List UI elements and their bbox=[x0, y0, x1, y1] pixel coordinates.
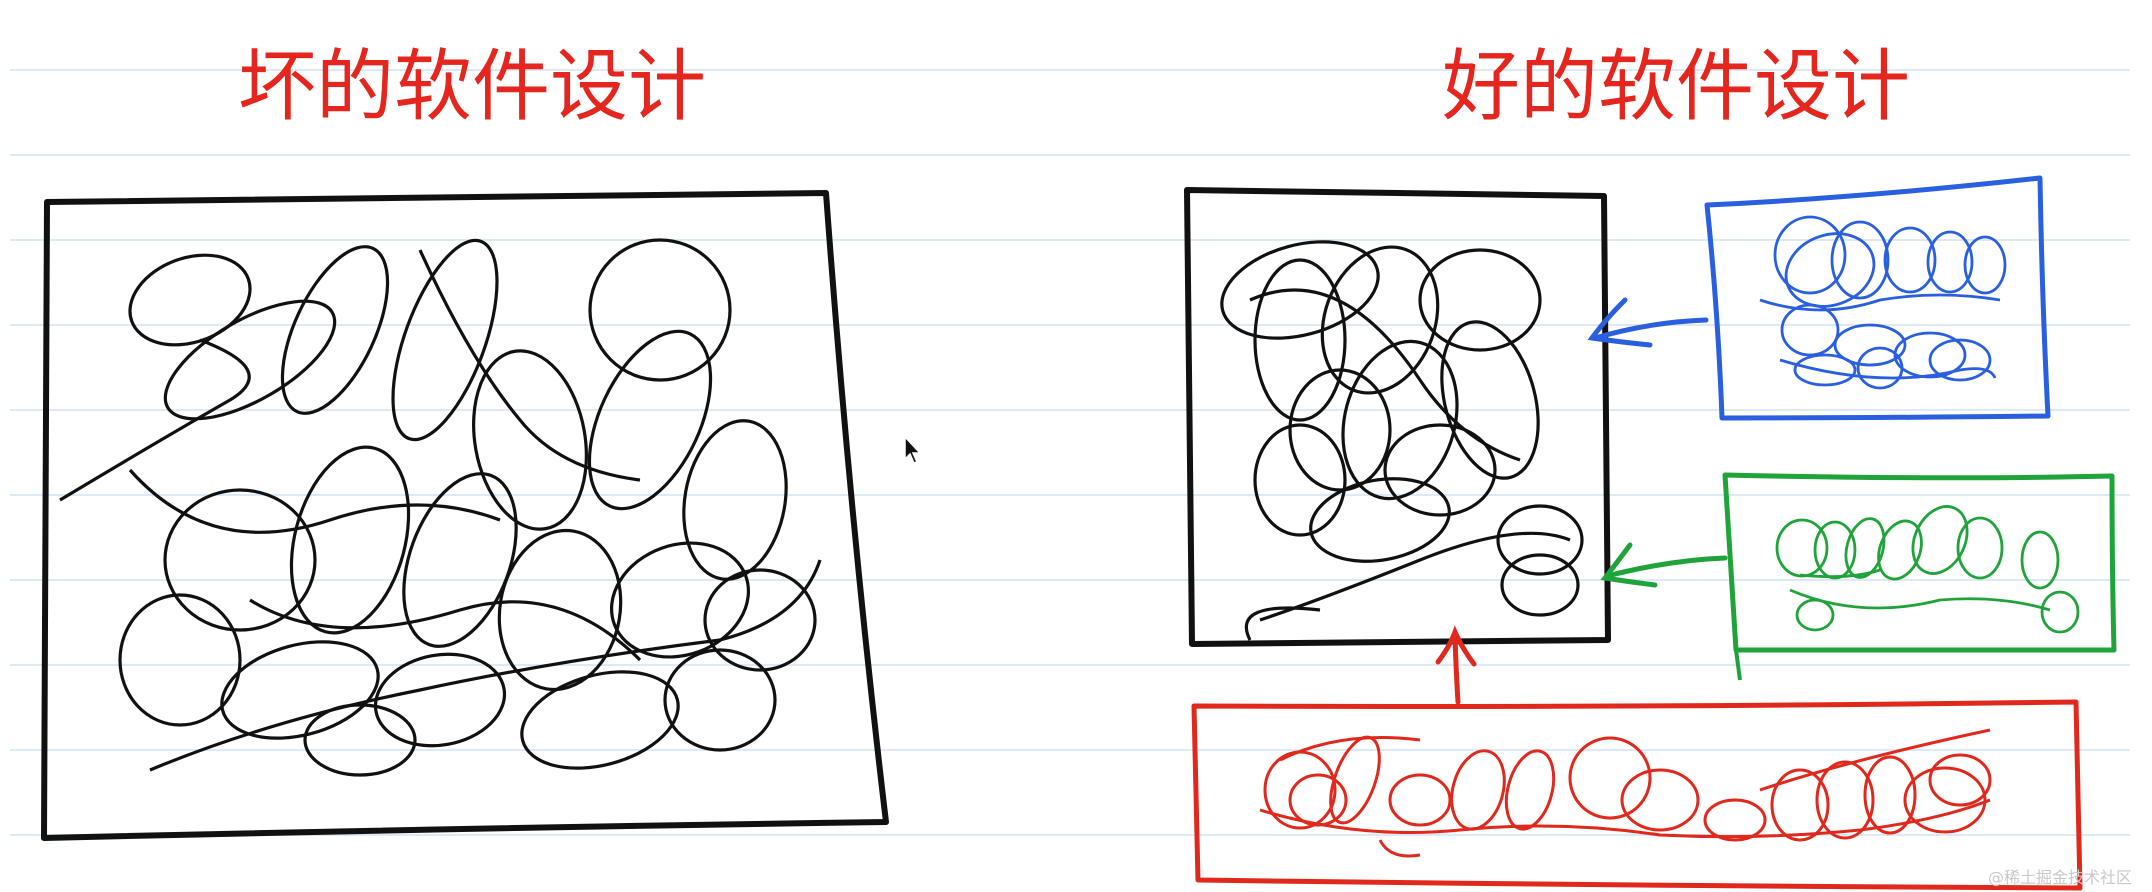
watermark-text: @稀土掘金技术社区 bbox=[1987, 868, 2132, 887]
red-module-frame bbox=[1191, 699, 2083, 891]
green-module-frame bbox=[1722, 472, 2117, 653]
bad-design-scribble bbox=[59, 238, 822, 777]
rule-lines bbox=[10, 69, 2130, 836]
good-design-title: 好的软件设计 bbox=[1442, 42, 1911, 132]
green-arrow bbox=[1600, 542, 1728, 588]
green-module-scribble bbox=[1775, 505, 2080, 634]
blue-module-scribble bbox=[1759, 215, 2007, 390]
bad-design-frame bbox=[41, 190, 889, 841]
bad-design-title: 坏的软件设计 bbox=[238, 42, 707, 132]
blue-module-frame bbox=[1704, 175, 2051, 421]
green-module-frame-tail bbox=[1734, 649, 1742, 681]
red-arrow bbox=[1435, 625, 1477, 705]
blue-arrow bbox=[1587, 297, 1709, 348]
good-design-core-scribble bbox=[1220, 240, 1584, 641]
good-design-core-frame bbox=[1184, 187, 1611, 647]
red-module-scribble bbox=[1259, 728, 1992, 858]
mouse-cursor-icon bbox=[904, 435, 922, 464]
